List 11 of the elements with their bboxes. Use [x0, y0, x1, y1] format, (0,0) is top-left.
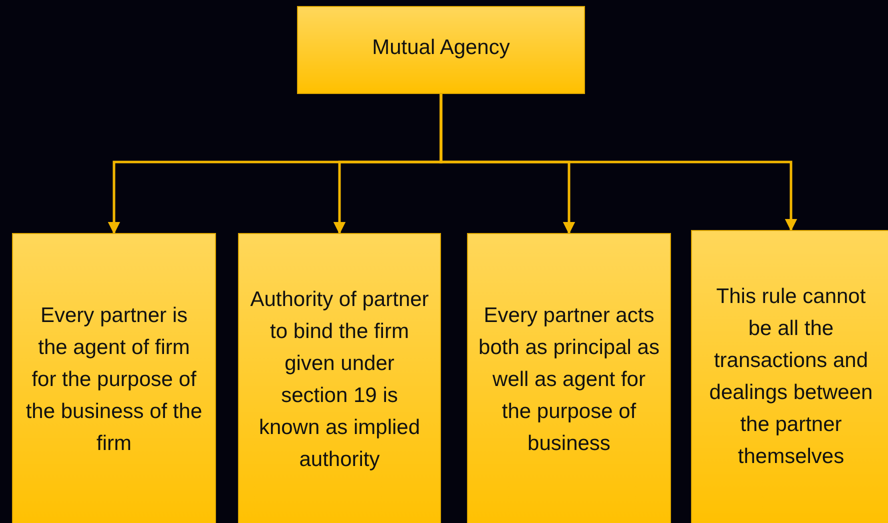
concept-box — [12, 233, 216, 523]
title-box — [297, 6, 585, 94]
concept-box — [691, 230, 888, 523]
box-text: This rule cannot be all the transactions and dealings between the partner themselves — [708, 284, 874, 470]
arrow — [440, 94, 798, 232]
box-text: Authority of partner to bind the firm given under section 19 is known as implied authority — [249, 287, 430, 473]
concept-box — [467, 233, 671, 523]
title-text: Mutual Agency — [372, 35, 510, 61]
concept-box — [238, 233, 441, 523]
box-text: Every partner acts both as principal as well as agent for the purpose of business — [478, 303, 660, 457]
box-text: Every partner is the agent of firm for the purpose of the business of the firm — [24, 303, 204, 457]
